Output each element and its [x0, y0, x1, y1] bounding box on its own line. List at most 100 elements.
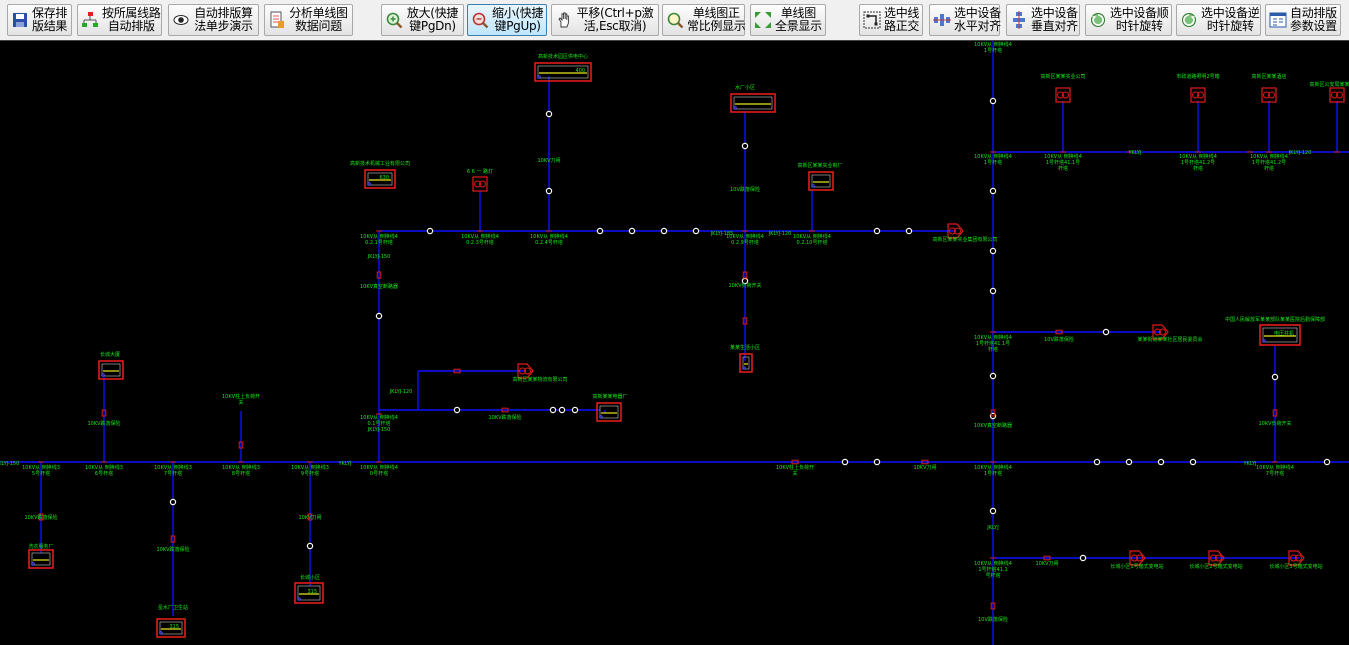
junction-node[interactable]: [545, 187, 553, 195]
junction-node[interactable]: [375, 312, 383, 320]
substation-box[interactable]: [28, 549, 54, 569]
junction-node[interactable]: [989, 97, 997, 105]
breaker-switch[interactable]: [238, 441, 244, 449]
orthogonal-button[interactable]: 选中线 路正交: [859, 4, 923, 36]
substation-box[interactable]: [98, 360, 124, 380]
junction-node[interactable]: [989, 372, 997, 380]
transformer-symbol[interactable]: [1288, 550, 1305, 566]
breaker-switch[interactable]: [990, 602, 996, 610]
junction-node[interactable]: [1271, 373, 1279, 381]
step-demo-button[interactable]: 自动排版算 法单步演示: [168, 4, 259, 36]
junction-node[interactable]: [1125, 458, 1133, 466]
rotate-ccw-label: 选中设备逆 时针旋转: [1201, 6, 1260, 33]
transformer-symbol[interactable]: [1190, 87, 1206, 103]
substation-box[interactable]: [534, 62, 592, 82]
junction-node[interactable]: [989, 507, 997, 515]
substation-box[interactable]: [730, 93, 776, 113]
substation-box[interactable]: [1259, 324, 1301, 346]
junction-node[interactable]: [989, 187, 997, 195]
junction-node[interactable]: [1093, 458, 1101, 466]
junction-node[interactable]: [905, 227, 913, 235]
breaker-switch[interactable]: [38, 513, 44, 521]
fit-all-button[interactable]: 单线图 全景显示: [750, 4, 826, 36]
junction-node[interactable]: [692, 227, 700, 235]
substation-box[interactable]: [364, 169, 396, 189]
breaker-switch[interactable]: [1043, 555, 1051, 561]
rotate-ccw-button[interactable]: 选中设备逆 时针旋转: [1176, 4, 1261, 36]
breaker-switch[interactable]: [101, 409, 107, 417]
analyze-button[interactable]: 分析单线图 数据问题: [264, 4, 353, 36]
junction-node[interactable]: [660, 227, 668, 235]
junction-node[interactable]: [558, 406, 566, 414]
junction-node[interactable]: [426, 227, 434, 235]
breaker-switch[interactable]: [990, 409, 996, 417]
junction-node[interactable]: [989, 287, 997, 295]
transformer-symbol[interactable]: [517, 363, 534, 379]
breaker-switch[interactable]: [791, 459, 799, 465]
breaker-switch[interactable]: [501, 407, 509, 413]
transformer-symbol[interactable]: [1208, 550, 1225, 566]
junction-node[interactable]: [545, 110, 553, 118]
junction-node[interactable]: [169, 498, 177, 506]
substation-box[interactable]: [294, 582, 324, 604]
transformer-symbol[interactable]: [1329, 87, 1345, 103]
zoom-out-button[interactable]: 缩小(快捷 键PgUp): [467, 4, 547, 36]
junction-node[interactable]: [571, 406, 579, 414]
transformer-symbol[interactable]: [1261, 87, 1277, 103]
normal-scale-button[interactable]: 单线图正 常比例显示: [662, 4, 746, 36]
junction-node[interactable]: [1323, 458, 1331, 466]
breaker-switch[interactable]: [1055, 329, 1063, 335]
diagram-label: 高新区公安局某某派出所: [1309, 81, 1349, 88]
diagram-label: 10KV刀闸: [298, 514, 321, 521]
breaker-switch[interactable]: [170, 535, 176, 543]
substation-box[interactable]: [808, 171, 834, 191]
substation-box[interactable]: [739, 353, 753, 373]
junction-node[interactable]: [306, 542, 314, 550]
align-v-button[interactable]: 选中设备 垂直对齐: [1006, 4, 1080, 36]
breaker-switch[interactable]: [307, 513, 313, 521]
breaker-switch[interactable]: [921, 459, 929, 465]
junction-node[interactable]: [549, 406, 557, 414]
junction-node[interactable]: [1079, 554, 1087, 562]
breaker-switch[interactable]: [376, 271, 382, 279]
diagram-label: JKLYJ-120: [1288, 150, 1312, 156]
substation-box[interactable]: [596, 402, 622, 422]
auto-layout-by-line-button[interactable]: 按所属线路 自动排版: [77, 4, 162, 36]
breaker-switch[interactable]: [742, 271, 748, 279]
transformer-symbol[interactable]: [1129, 550, 1146, 566]
junction-node[interactable]: [453, 406, 461, 414]
junction-node[interactable]: [873, 458, 881, 466]
transformer-symbol[interactable]: [1055, 87, 1071, 103]
save-button[interactable]: 保存排 版结果: [7, 4, 72, 36]
substation-box[interactable]: [156, 618, 186, 638]
substation-inner: [599, 405, 619, 419]
align-h-button[interactable]: 选中设备 水平对齐: [929, 4, 1001, 36]
diagram-label: 6 6 一 路灯: [467, 168, 493, 175]
transformer-coil: [519, 367, 526, 375]
junction-node[interactable]: [596, 227, 604, 235]
breaker-switch[interactable]: [1272, 409, 1278, 417]
junction-node[interactable]: [1189, 458, 1197, 466]
junction-node[interactable]: [873, 227, 881, 235]
junction-node[interactable]: [841, 458, 849, 466]
breaker-switch[interactable]: [453, 368, 461, 374]
transformer-symbol[interactable]: [947, 223, 964, 239]
rotate-cw-button[interactable]: 选中设备顺 时针旋转: [1085, 4, 1172, 36]
transformer-symbol[interactable]: [472, 176, 488, 192]
layout-settings-button[interactable]: 自动排版 参数设置: [1265, 4, 1341, 36]
junction-node[interactable]: [1157, 458, 1165, 466]
pan-button[interactable]: 平移(Ctrl+p激 活,Esc取消): [551, 4, 659, 36]
junction-node[interactable]: [989, 247, 997, 255]
junction-node[interactable]: [1102, 328, 1110, 336]
junction-node[interactable]: [741, 142, 749, 150]
junction-node[interactable]: [628, 227, 636, 235]
zoom-in-button[interactable]: 放大(快捷 键PgDn): [381, 4, 464, 36]
diagram-label: 10KV柱上负荷开关: [222, 393, 260, 406]
transformer-symbol[interactable]: [1152, 324, 1169, 340]
breaker-switch[interactable]: [742, 317, 748, 325]
